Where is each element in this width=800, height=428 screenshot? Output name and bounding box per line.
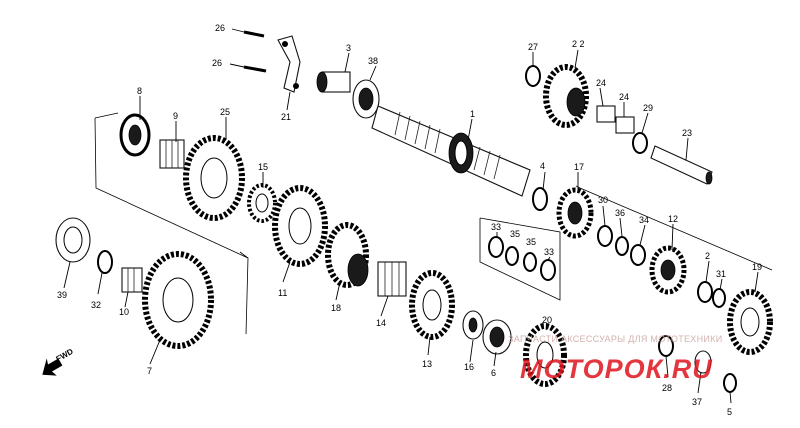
- callout-22: 2 2: [572, 39, 585, 49]
- callout-19: 19: [752, 262, 762, 272]
- callout-29: 29: [643, 103, 653, 113]
- callout-27: 27: [528, 42, 538, 52]
- callout-8: 8: [137, 86, 142, 96]
- bushing-14: [377, 261, 407, 297]
- gear-22: [543, 64, 589, 128]
- callout-10: 10: [119, 307, 129, 317]
- callout-38: 38: [368, 56, 378, 66]
- callout-34: 34: [639, 215, 649, 225]
- callout-18: 18: [331, 303, 341, 313]
- callout-35b: 35: [526, 237, 536, 247]
- callout-33a: 33: [491, 222, 501, 232]
- callout-17: 17: [574, 162, 584, 172]
- watermark-caption: ЗАПЧАСТИ АКСЕССУАРЫ ДЛЯ МОТОТЕХНИКИ: [508, 334, 723, 344]
- gear-13: [409, 270, 455, 340]
- callout-30: 30: [598, 195, 608, 205]
- watermark: ЗАПЧАСТИ АКСЕССУАРЫ ДЛЯ МОТОТЕХНИКИ МОТО…: [508, 334, 723, 384]
- callout-31: 31: [716, 269, 726, 279]
- callout-2: 2: [705, 251, 710, 261]
- callout-labels: 1 2 3 4 5 6 7 8 9 10 11 12 13 14 15 16 1…: [57, 23, 762, 417]
- callout-1: 1: [470, 109, 475, 119]
- middle-assembly-frame: [479, 217, 561, 301]
- gear-25: [183, 135, 245, 221]
- callout-14: 14: [376, 318, 386, 328]
- gear-17: [556, 187, 594, 239]
- callout-24b: 24: [619, 92, 629, 102]
- main-shaft: [371, 105, 531, 197]
- callout-26b: 26: [212, 58, 222, 68]
- callout-37: 37: [692, 397, 702, 407]
- fwd-label: FWD: [55, 347, 75, 364]
- callout-6: 6: [491, 368, 496, 378]
- gear-12: [649, 245, 687, 295]
- countershaft: [650, 145, 713, 185]
- washers: [97, 65, 737, 393]
- bearing-6: [482, 319, 512, 355]
- callout-11: 11: [278, 288, 287, 298]
- callout-13: 13: [422, 359, 432, 369]
- callout-35a: 35: [510, 229, 520, 239]
- bushing-3: [316, 71, 351, 93]
- fwd-arrow-icon: [42, 358, 63, 376]
- callout-36: 36: [615, 208, 625, 218]
- callout-25: 25: [220, 107, 230, 117]
- callout-26a: 26: [215, 23, 225, 33]
- callout-21: 21: [281, 112, 291, 122]
- gear-18: [325, 222, 369, 288]
- callout-3: 3: [346, 43, 351, 53]
- bushing-10: [121, 267, 143, 293]
- collar-8: [119, 113, 151, 157]
- leader-lines: [63, 28, 759, 404]
- callout-20: 20: [542, 315, 552, 325]
- bushing-9: [159, 139, 185, 169]
- left-assembly-frame: [94, 112, 249, 335]
- gear-11: [272, 185, 328, 267]
- callout-39: 39: [57, 290, 67, 300]
- callout-12: 12: [668, 214, 678, 224]
- callout-9: 9: [173, 111, 178, 121]
- callout-32: 32: [91, 300, 101, 310]
- callout-5: 5: [727, 407, 732, 417]
- stopper-arm-21: [277, 35, 301, 93]
- callout-7: 7: [147, 366, 152, 376]
- callout-33b: 33: [544, 247, 554, 257]
- callout-24a: 24: [596, 78, 606, 88]
- gear-7: [142, 251, 214, 349]
- bearing-39: [55, 217, 91, 263]
- callout-28: 28: [662, 383, 672, 393]
- bushing-16: [462, 310, 484, 340]
- gear-20: [523, 323, 567, 387]
- gear-19: [727, 289, 773, 355]
- bolts-26: [243, 30, 267, 73]
- watermark-logo: МОТОРОК.RU: [520, 354, 713, 384]
- bearing-38: [352, 79, 380, 119]
- callout-16: 16: [464, 362, 474, 372]
- gear-15: [247, 183, 277, 223]
- callout-23: 23: [682, 128, 692, 138]
- callout-4: 4: [540, 161, 545, 171]
- callout-15: 15: [258, 162, 268, 172]
